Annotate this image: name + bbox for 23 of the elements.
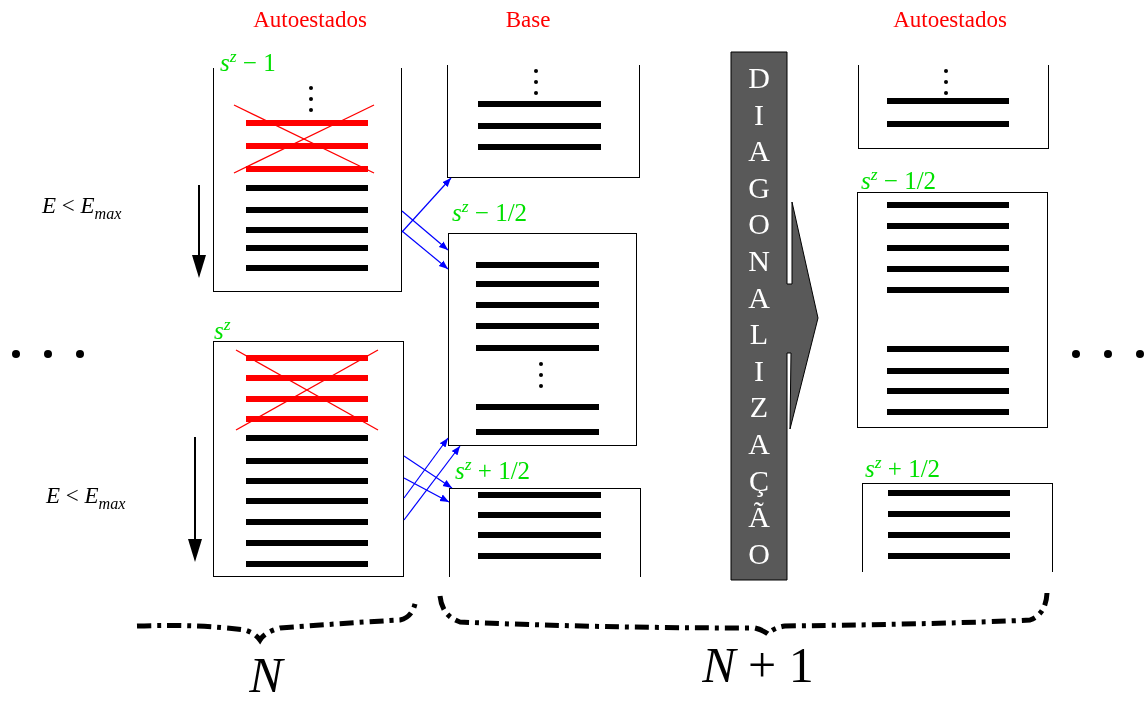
arrow — [403, 437, 449, 499]
spin-sector-label: s$^{z}$ − 1/2 — [861, 166, 937, 194]
arrow — [401, 210, 449, 251]
site-count-label: N — [249, 650, 283, 700]
spin-sector-label: s$^{z}$ − 1 — [220, 48, 276, 76]
arrow — [403, 455, 453, 489]
column-heading: Autoestados — [253, 8, 367, 31]
arrow — [401, 177, 452, 233]
site-count-label: N + 1 — [702, 640, 814, 690]
column-heading: Autoestados — [893, 8, 1007, 31]
spin-sector-label: s$^{z}$ + 1/2 — [455, 456, 531, 484]
spin-sector-label: s$^{z}$ − 1/2 — [452, 198, 528, 226]
spin-sector-label: s$^{z}$ — [214, 316, 231, 344]
arrow — [401, 230, 449, 270]
spin-sector-label: s$^{z}$ + 1/2 — [865, 454, 941, 482]
arrow — [403, 445, 461, 521]
energy-condition-label: E < E$_{max}$ — [46, 484, 126, 512]
level-box — [447, 65, 640, 178]
column-heading: Base — [505, 8, 551, 31]
arrow — [403, 477, 450, 503]
vertical-label: DIAGONALIZAÇÃO — [747, 60, 771, 572]
level-box — [858, 65, 1049, 149]
energy-condition-label: E < E$_{max}$ — [42, 194, 122, 222]
